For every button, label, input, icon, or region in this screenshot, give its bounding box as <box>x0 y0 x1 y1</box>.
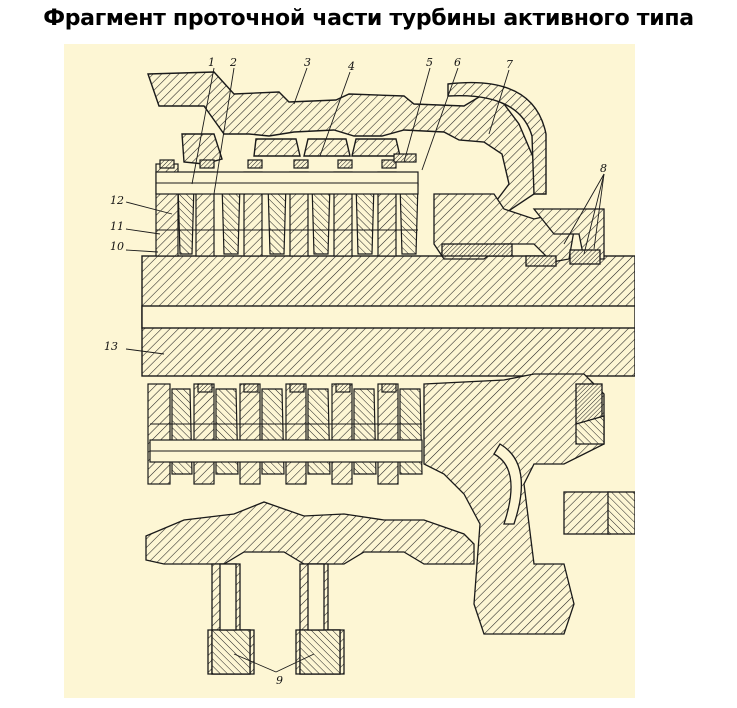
label-8: 8 <box>600 162 607 175</box>
label-6: 6 <box>454 56 461 69</box>
turbine-section-svg: 1 2 3 4 5 6 7 8 9 10 11 12 13 <box>104 56 635 687</box>
label-10: 10 <box>110 240 124 253</box>
label-13: 13 <box>104 340 118 353</box>
page-title: Фрагмент проточной части турбины активно… <box>43 6 694 31</box>
label-9: 9 <box>276 674 283 687</box>
label-3: 3 <box>304 56 311 69</box>
label-7: 7 <box>506 58 513 71</box>
label-12: 12 <box>110 194 124 207</box>
label-1: 1 <box>208 56 215 69</box>
label-2: 2 <box>229 56 237 69</box>
label-5: 5 <box>426 56 433 69</box>
turbine-drawing: 1 2 3 4 5 6 7 8 9 10 11 12 13 <box>64 44 635 698</box>
label-11: 11 <box>110 220 124 233</box>
label-4: 4 <box>347 60 355 73</box>
